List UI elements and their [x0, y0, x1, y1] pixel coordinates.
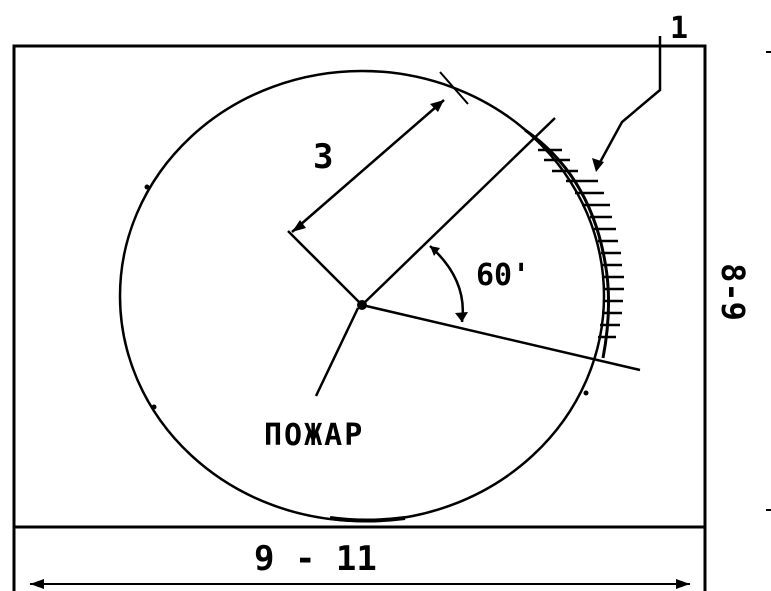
angle-label: 60' — [476, 258, 530, 293]
callout-arrow — [592, 158, 604, 172]
callout-label: 1 — [670, 11, 688, 46]
circle-tick — [583, 390, 589, 396]
angle-arc — [429, 245, 465, 323]
radius-label: 3 — [313, 137, 333, 177]
width-arrow-left — [30, 579, 44, 589]
circle-bottom-arc — [329, 516, 406, 523]
fire-circle — [118, 69, 606, 523]
callout-leader — [596, 36, 662, 167]
radius-arrow-end — [430, 100, 444, 112]
sector-base-line — [361, 303, 641, 372]
width-arrow-right — [676, 579, 690, 589]
radius-dimension-line — [291, 99, 445, 233]
fire-leader-line — [314, 307, 360, 397]
hatched-wall-arc — [524, 128, 611, 359]
room-frame — [12, 44, 707, 529]
circle-tick — [151, 404, 157, 410]
center-to-offset-line — [287, 230, 363, 306]
hatch-marks — [538, 148, 624, 339]
height-label: 8-9 — [714, 263, 752, 321]
circle-tick — [144, 184, 150, 190]
fire-label: ПОЖАР — [264, 418, 364, 453]
angle-arrow-bottom — [455, 312, 468, 322]
sector-axis-line — [361, 117, 556, 306]
width-label: 9 - 11 — [254, 539, 377, 579]
radius-extension-line — [439, 71, 469, 105]
angle-arrow-top — [430, 246, 440, 256]
radius-arrow-start — [292, 220, 306, 232]
